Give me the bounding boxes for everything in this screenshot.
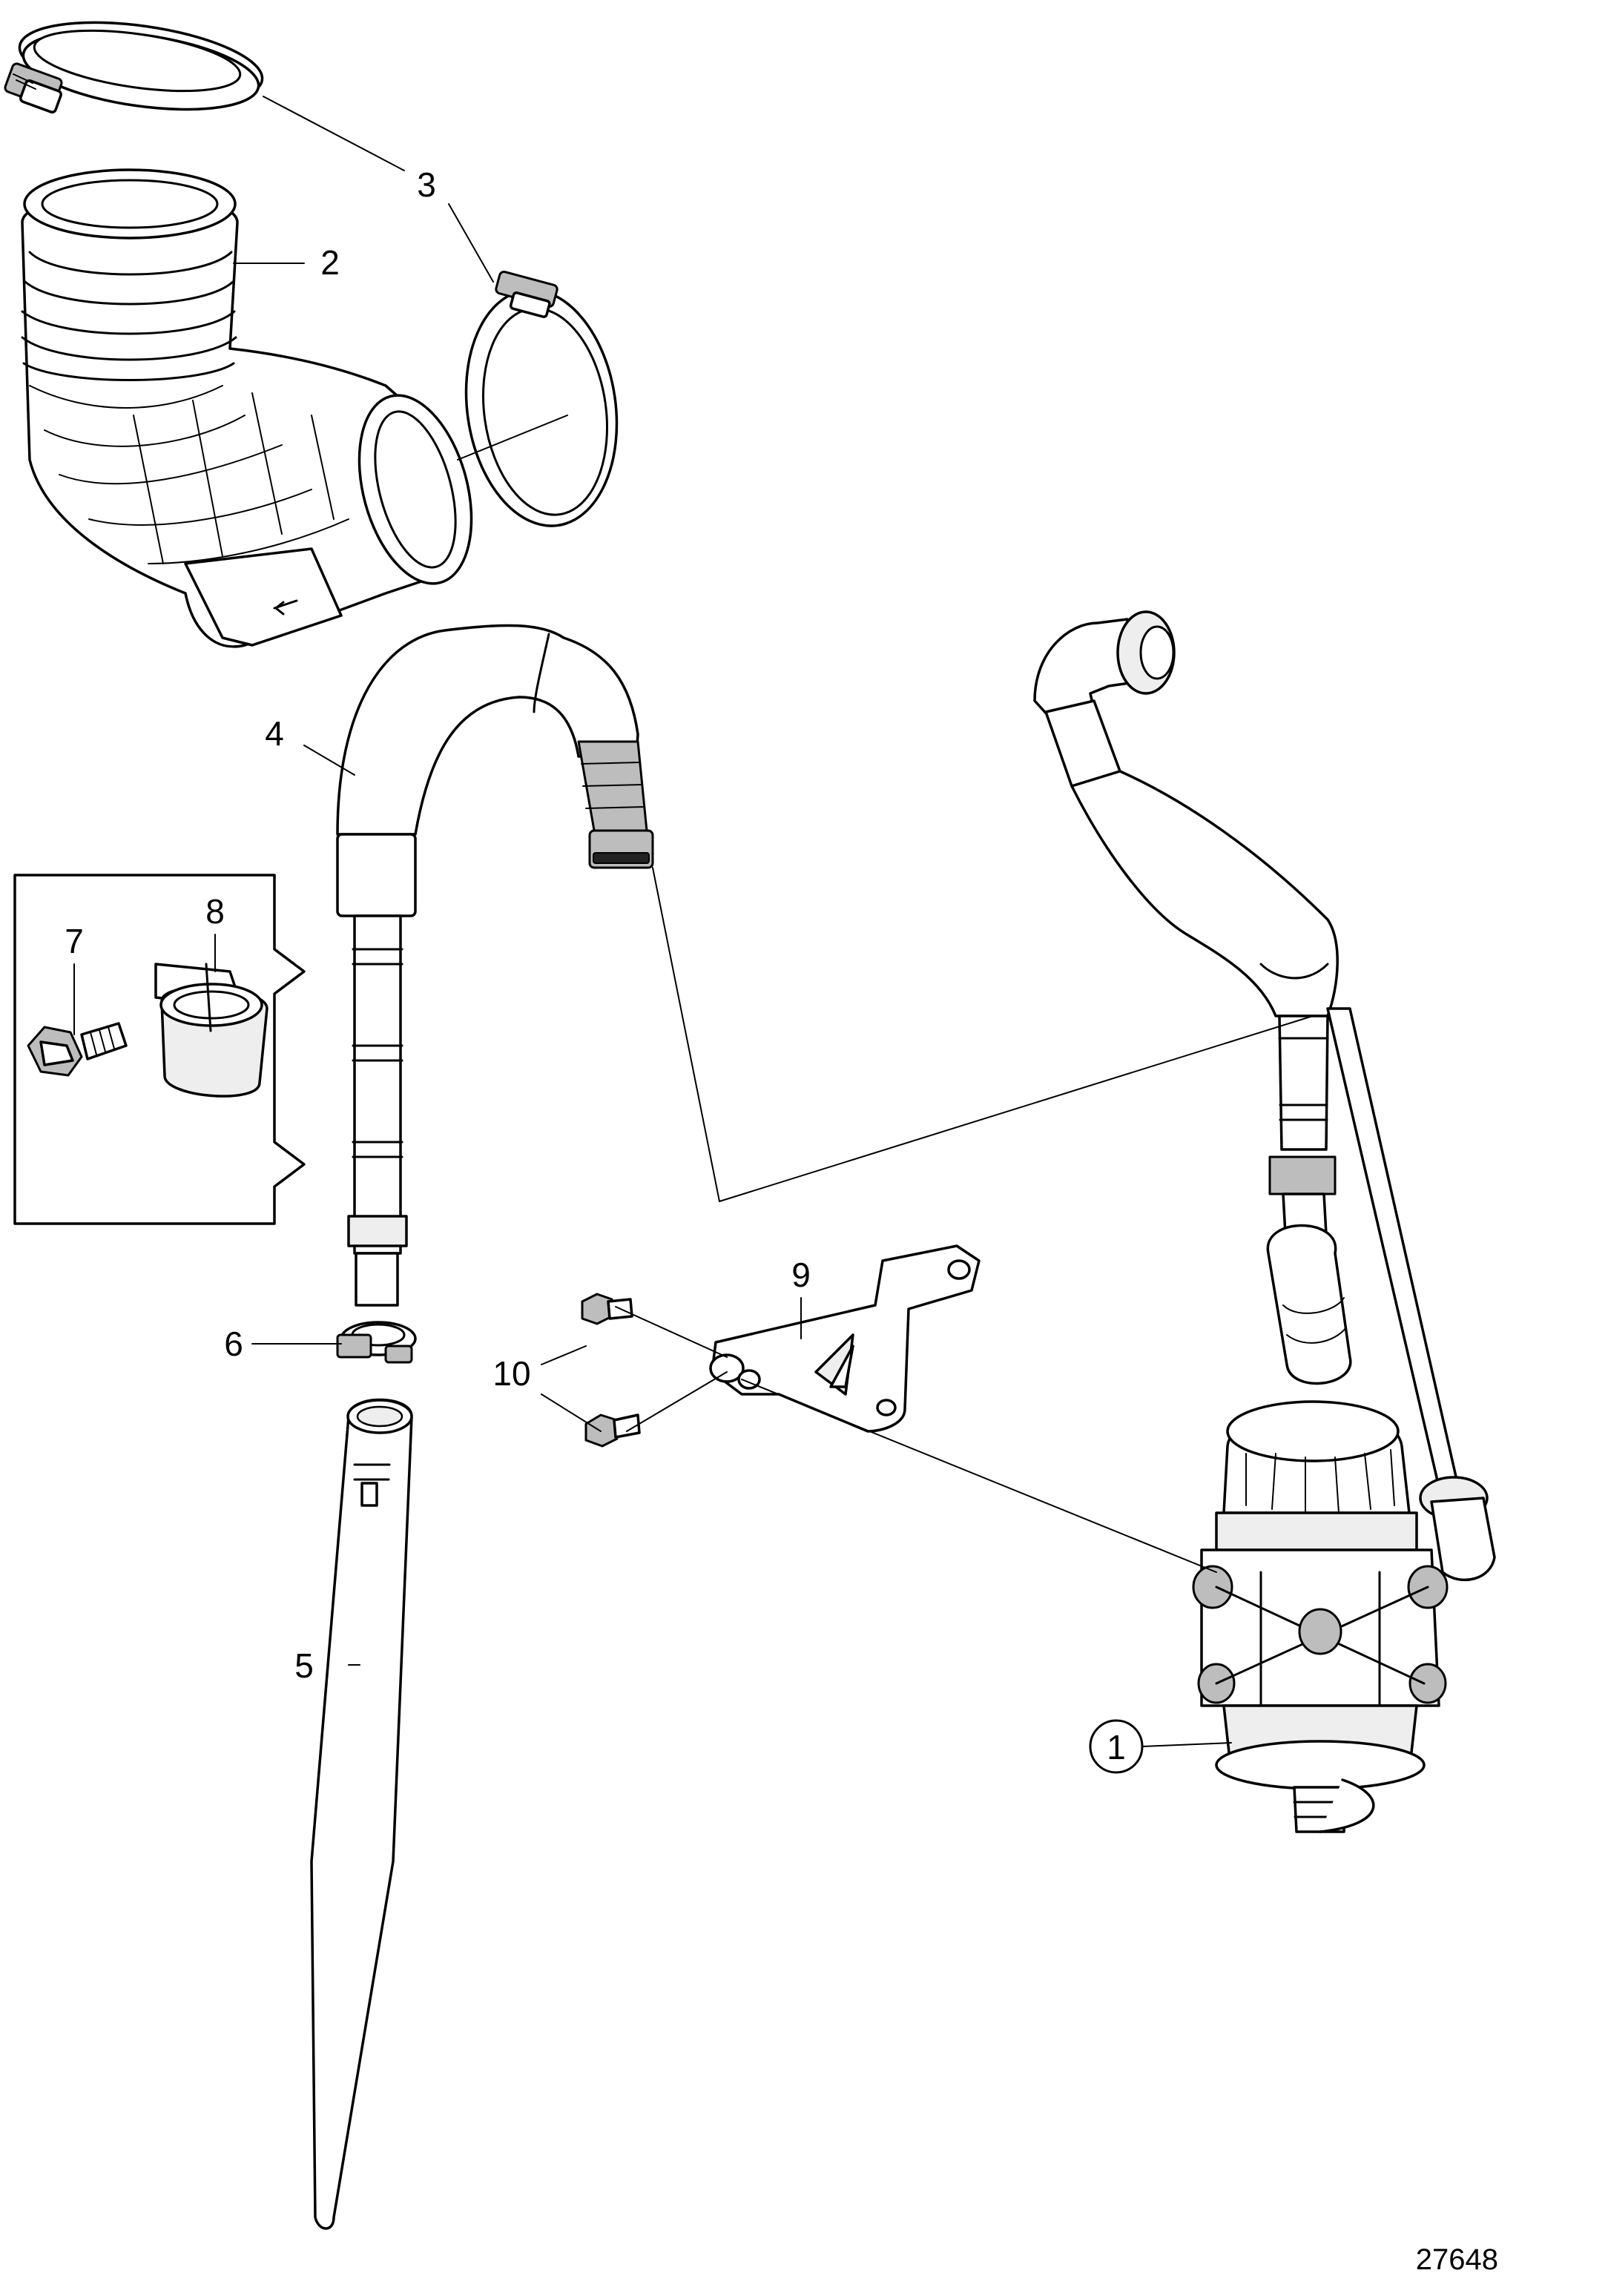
callout-1-circle [1089,1719,1144,1774]
callout-labels: 3 2 4 8 7 9 6 10 5 1 [65,165,1144,1774]
callout-5: 5 [294,1646,314,1685]
breather-hose [336,624,654,1307]
callout-2: 2 [320,243,340,282]
flange-bolt [27,1022,128,1077]
small-hose-clamp [336,1321,417,1364]
callout-10: 10 [492,1354,530,1393]
mounting-bracket [709,1244,981,1433]
drain-hose [310,1398,413,2230]
hose-clip [154,963,268,1098]
oil-separator-unit [1192,1400,1449,1833]
elbow-hose [21,168,473,648]
callout-9: 9 [791,1256,811,1294]
callout-7: 7 [65,922,84,960]
bracket-bolts [581,1293,641,1448]
figure-reference-number: 27648 [1416,2243,1498,2276]
hose-clamp-top [4,21,264,113]
inset-detail-box [13,874,306,1225]
callout-8: 8 [205,892,225,931]
callout-3-top: 3 [417,165,436,204]
callout-6: 6 [224,1325,243,1363]
callout-4: 4 [265,714,284,753]
hose-clamp-side [464,271,619,527]
return-hose [1033,610,1496,1582]
callout-1: 1 [1107,1728,1126,1766]
leader-lines [73,96,1314,1747]
